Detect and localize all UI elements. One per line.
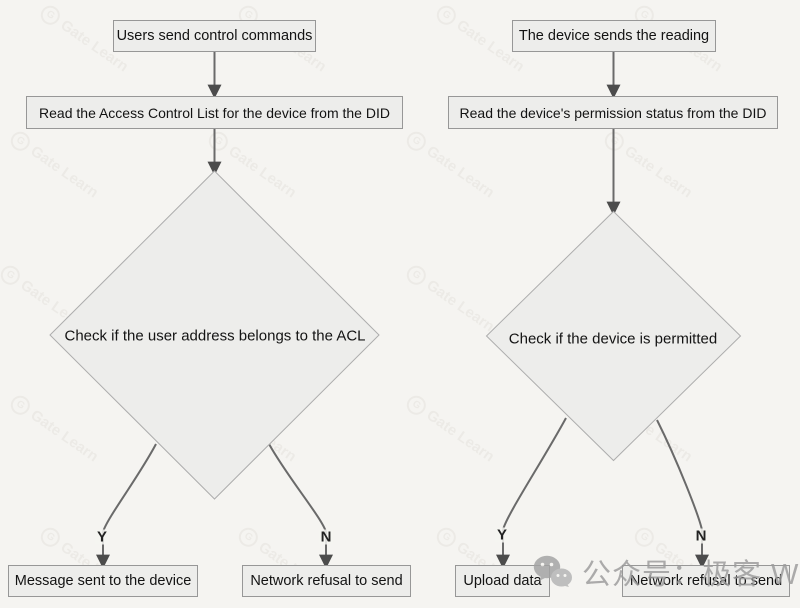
edge-label-right-yes: Y: [494, 526, 510, 544]
edge-right-no: [656, 419, 709, 569]
edge-label-left-yes: Y: [94, 528, 110, 546]
node-left-step: Read the Access Control List for the dev…: [26, 96, 403, 129]
decision-text-right: Check if the device is permitted: [508, 330, 718, 348]
node-left-start: Users send control commands: [113, 20, 316, 52]
node-right-step: Read the device's permission status from…: [448, 96, 778, 129]
decision-diamond-left: [49, 170, 380, 500]
node-right-yes-result: Upload data: [455, 565, 550, 597]
edge-label-left-no: N: [318, 528, 334, 546]
decision-diamond-right: [485, 210, 742, 462]
edge-left-no: [268, 443, 333, 569]
node-left-no-result: Network refusal to send: [242, 565, 411, 597]
edge-label-right-no: N: [693, 527, 709, 545]
node-left-yes-result: Message sent to the device: [8, 565, 198, 597]
node-right-start: The device sends the reading: [512, 20, 716, 52]
decision-text-left: Check if the user address belongs to the…: [64, 327, 366, 345]
node-right-no-result: Network refusal to send: [622, 565, 790, 597]
edge-right-yes: [496, 417, 567, 569]
edge-left-yes: [96, 443, 157, 569]
